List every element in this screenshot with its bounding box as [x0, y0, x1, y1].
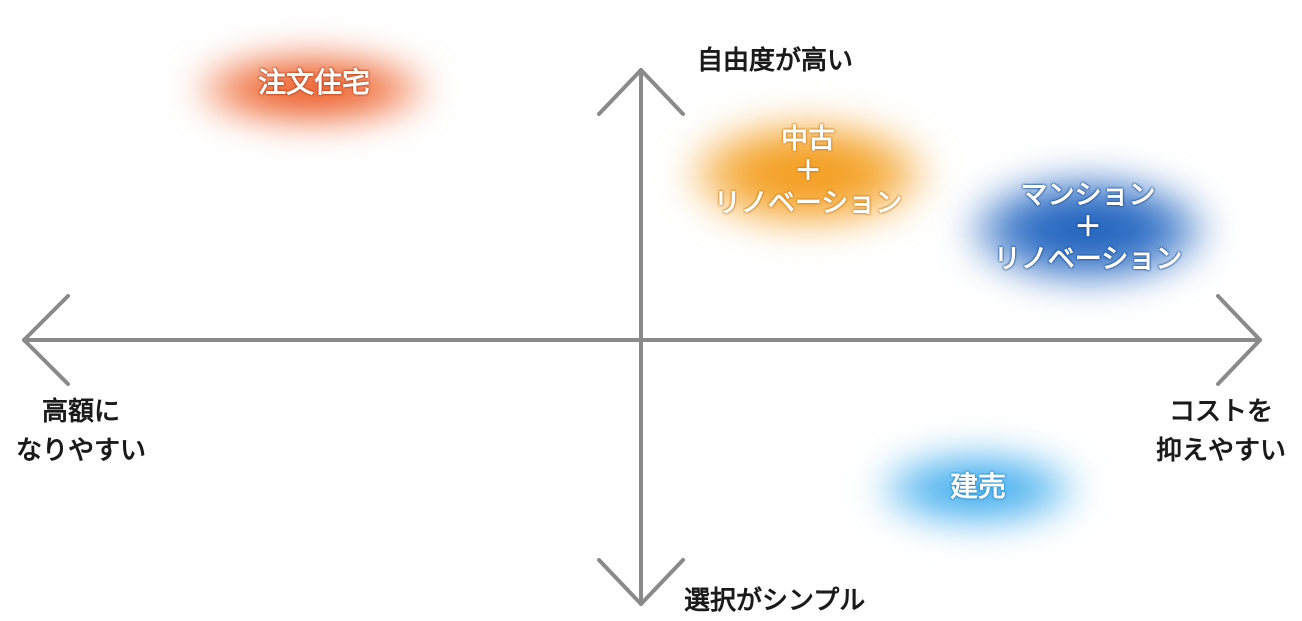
custom-home-label: 注文住宅 [214, 66, 414, 99]
custom-home-text: 注文住宅 [257, 66, 370, 99]
axis-label-bottom: 選択がシンプル [684, 582, 865, 621]
axis-label-left-line-1: 高額に [41, 397, 120, 427]
mansion-renovation-line-1: マンション [1020, 180, 1156, 211]
arrow-up-icon [597, 68, 685, 116]
axis-label-right-line-2: 抑えやすい [1155, 436, 1286, 466]
used-renovation-label: 中古 ＋ リノベーション [688, 124, 928, 220]
custom-home-glow [196, 54, 428, 124]
ready-built-label: 建売 [878, 470, 1078, 503]
arrow-right-icon [1216, 294, 1262, 386]
mansion-renovation-label: マンション ＋ リノベーション [968, 180, 1208, 276]
used-renovation-glow [688, 120, 928, 228]
arrow-left-icon [22, 294, 70, 386]
used-renovation-line-2: ＋ [794, 155, 822, 187]
axis-label-right-line-1: コストを [1168, 397, 1273, 427]
arrow-down-icon [597, 558, 685, 606]
mansion-renovation-line-3: リノベーション [993, 243, 1183, 275]
axis-label-left-line-2: なりやすい [15, 436, 146, 466]
mansion-renovation-glow [968, 176, 1208, 284]
axis-label-right: コストを 抑えやすい [1140, 393, 1302, 471]
ready-built-text: 建売 [949, 470, 1006, 503]
axis-label-top-text: 自由度が高い [697, 46, 854, 76]
ready-built-glow [878, 452, 1078, 526]
axis-label-left: 高額に なりやすい [0, 393, 162, 471]
used-renovation-line-3: リノベーション [713, 187, 903, 219]
axis-label-bottom-text: 選択がシンプル [684, 586, 866, 616]
mansion-renovation-line-2: ＋ [1074, 211, 1102, 243]
axis-label-top: 自由度が高い [697, 42, 853, 81]
used-renovation-line-1: 中古 [781, 124, 835, 155]
